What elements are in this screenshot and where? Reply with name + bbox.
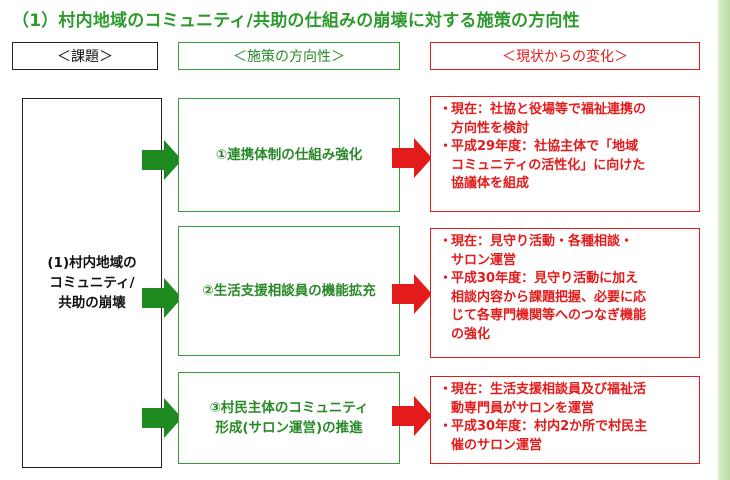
- change-box-2: ・ 現在：見守り活動・各種相談・ サロン運営 ・ 平成30年度：見守り活動に加え…: [430, 228, 700, 358]
- green-arrow-icon: [142, 140, 182, 180]
- sidebar-decoration: [718, 0, 730, 480]
- list-item: ・ 平成30年度：見守り活動に加え 相談内容から課題把握、必要に応 じて各専門機…: [439, 270, 691, 344]
- bullet-mark: ・: [439, 139, 453, 154]
- change-text: 現在：見守り活動・各種相談・ サロン運営: [451, 234, 634, 268]
- change-text: 平成29年度：社協主体で「地域 コミュニティの活性化」に向けた 協議体を組成: [451, 139, 646, 191]
- bullet-mark: ・: [439, 102, 453, 117]
- list-item: ・ 現在：社協と役場等で福祉連携の 方向性を検討: [439, 101, 691, 138]
- red-arrow-icon: [392, 274, 432, 314]
- header-issue: ＜課題＞: [12, 42, 158, 70]
- direction-box-3: ③村民主体のコミュニティ 形成(サロン運営)の推進: [178, 372, 400, 464]
- change-text: 現在：社協と役場等で福祉連携の 方向性を検討: [451, 102, 647, 136]
- bullet-mark: ・: [439, 271, 453, 286]
- change-text: 平成30年度：見守り活動に加え 相談内容から課題把握、必要に応 じて各専門機関等…: [451, 271, 647, 342]
- list-item: ・ 平成30年度：村内2か所で村民主 催のサロン運営: [439, 418, 691, 455]
- bullet-mark: ・: [439, 419, 453, 434]
- list-item: ・ 現在：生活支援相談員及び福祉活 動専門員がサロンを運営: [439, 381, 691, 418]
- green-arrow-icon: [142, 278, 182, 318]
- change-box-3: ・ 現在：生活支援相談員及び福祉活 動専門員がサロンを運営 ・ 平成30年度：村…: [430, 376, 700, 464]
- red-arrow-icon: [392, 396, 432, 436]
- header-change: ＜現状からの変化＞: [430, 42, 700, 70]
- bullet-mark: ・: [439, 382, 453, 397]
- issue-box: (1)村内地域の コミュニティ/ 共助の崩壊: [22, 98, 162, 468]
- list-item: ・ 現在：見守り活動・各種相談・ サロン運営: [439, 233, 691, 270]
- change-text: 平成30年度：村内2か所で村民主 催のサロン運営: [451, 419, 648, 453]
- header-direction: ＜施策の方向性＞: [178, 42, 400, 70]
- page-title: （1）村内地域のコミュニティ/共助の仕組みの崩壊に対する施策の方向性: [12, 11, 580, 31]
- direction-box-2: ②生活支援相談員の機能拡充: [178, 226, 400, 356]
- change-text: 現在：生活支援相談員及び福祉活 動専門員がサロンを運営: [451, 382, 647, 416]
- green-arrow-icon: [142, 398, 182, 438]
- bullet-mark: ・: [439, 234, 453, 249]
- direction-box-1: ①連携体制の仕組み強化: [178, 98, 400, 212]
- change-box-1: ・ 現在：社協と役場等で福祉連携の 方向性を検討 ・ 平成29年度：社協主体で「…: [430, 96, 700, 212]
- list-item: ・ 平成29年度：社協主体で「地域 コミュニティの活性化」に向けた 協議体を組成: [439, 138, 691, 194]
- red-arrow-icon: [392, 138, 432, 178]
